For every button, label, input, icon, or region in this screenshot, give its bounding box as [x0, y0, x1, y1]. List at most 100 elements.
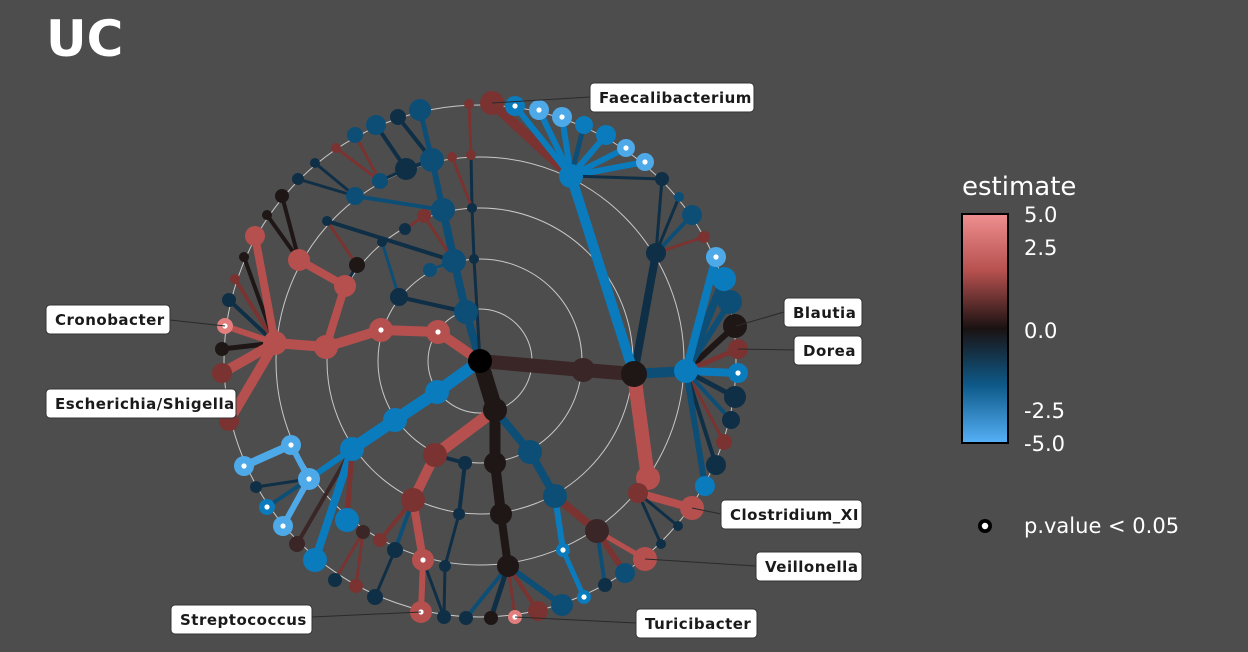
- leader-line: [735, 311, 785, 327]
- label-text: Clostridium_XI: [730, 506, 859, 524]
- tree-node: [469, 254, 479, 264]
- tree-node: [723, 314, 747, 338]
- significance-dot: [536, 107, 542, 113]
- significance-dot: [288, 442, 294, 448]
- tree-node: [543, 484, 567, 508]
- tree-node: [417, 209, 431, 223]
- significance-dot: [713, 254, 719, 260]
- tree-node: [615, 563, 635, 583]
- label-veillonella: Veillonella: [755, 551, 863, 582]
- label-text: Cronobacter: [55, 311, 165, 329]
- tree-edge: [325, 219, 456, 263]
- tree-node: [262, 210, 272, 220]
- tree-node: [596, 125, 616, 145]
- tree-node: [245, 226, 265, 246]
- label-turicibacter: Turicibacter: [635, 608, 758, 639]
- tree-node: [674, 192, 684, 202]
- tree-edge: [464, 564, 510, 620]
- label-text: Faecalibacterium: [599, 89, 752, 107]
- legend-tick: 2.5: [1024, 236, 1057, 260]
- tree-node: [356, 525, 370, 539]
- tree-node: [390, 288, 408, 306]
- tree-node: [373, 533, 387, 547]
- tree-node: [331, 143, 341, 153]
- leader-line: [514, 616, 637, 624]
- leader-line: [644, 558, 757, 567]
- significance-dot: [560, 547, 566, 553]
- tree-node: [390, 109, 406, 125]
- tree-node: [395, 158, 417, 180]
- tree-node: [212, 363, 232, 383]
- tree-node: [334, 275, 356, 297]
- tree-edge: [296, 177, 357, 198]
- tree-edge: [334, 146, 382, 183]
- tree-node: [621, 361, 647, 387]
- tree-node: [322, 216, 332, 226]
- leader-line: [169, 319, 226, 327]
- significance-dot: [435, 329, 441, 335]
- tree-node: [250, 481, 262, 493]
- tree-edge: [233, 277, 277, 345]
- tree-node: [712, 267, 736, 291]
- tree-edge: [353, 133, 382, 183]
- pvalue-key-dot: [981, 522, 989, 530]
- tree-node: [425, 380, 449, 404]
- tree-node: [571, 358, 595, 382]
- tree-node: [528, 601, 548, 621]
- tree-node: [423, 263, 437, 277]
- tree-edge: [457, 461, 467, 516]
- significance-dot: [264, 504, 270, 510]
- tree-node: [484, 611, 498, 625]
- tree-node: [483, 398, 507, 422]
- label-blautia: Blautia: [783, 297, 863, 328]
- tree-edge: [325, 219, 359, 267]
- tree-nodes: [212, 91, 748, 625]
- tree-node: [366, 115, 386, 135]
- tree-edge: [568, 159, 648, 179]
- tree-edge: [569, 174, 664, 181]
- significance-dot: [420, 557, 426, 563]
- tree-node: [468, 349, 492, 373]
- tree-node: [346, 187, 364, 205]
- label-cronobacter: Cronobacter: [45, 304, 171, 335]
- tree-edge: [311, 445, 356, 564]
- tree-node: [497, 555, 519, 577]
- tree-node: [423, 443, 447, 467]
- tree-edge: [560, 547, 587, 600]
- significance-dot: [280, 523, 286, 529]
- tree-node: [340, 437, 364, 461]
- tree-edge: [467, 102, 473, 157]
- tree-node: [551, 594, 573, 616]
- tree-node: [464, 99, 474, 109]
- label-text: Streptococcus: [180, 611, 307, 629]
- tree-node: [377, 237, 387, 247]
- tree-node: [518, 440, 542, 464]
- tree-node: [453, 508, 465, 520]
- tree-node: [367, 589, 383, 605]
- legend-title: estimate: [962, 172, 1076, 202]
- tree-node: [628, 483, 648, 503]
- tree-node: [387, 542, 403, 558]
- label-leaders: [169, 96, 795, 624]
- tree-node: [716, 434, 732, 450]
- tree-node: [646, 243, 666, 263]
- tree-node: [349, 257, 365, 273]
- tree-node: [718, 290, 742, 314]
- tree-node: [706, 455, 726, 475]
- tree-edge: [627, 367, 655, 485]
- pvalue-legend: p.value < 0.05: [978, 514, 1179, 538]
- label-faecalibacterium: Faecalibacterium: [589, 82, 755, 113]
- tree-node: [289, 536, 305, 552]
- tree-node: [466, 150, 476, 160]
- tree-node: [559, 164, 583, 188]
- legend-tick: 0.0: [1024, 319, 1057, 343]
- tree-edge: [505, 563, 565, 608]
- guide-circle: [223, 104, 737, 618]
- tree-node: [454, 300, 478, 324]
- tree-node: [347, 127, 363, 143]
- tree-edge: [251, 232, 279, 347]
- tree-node: [215, 342, 229, 356]
- label-streptococcus: Streptococcus: [170, 604, 313, 635]
- significance-dot: [581, 594, 587, 600]
- significance-dot: [559, 114, 565, 120]
